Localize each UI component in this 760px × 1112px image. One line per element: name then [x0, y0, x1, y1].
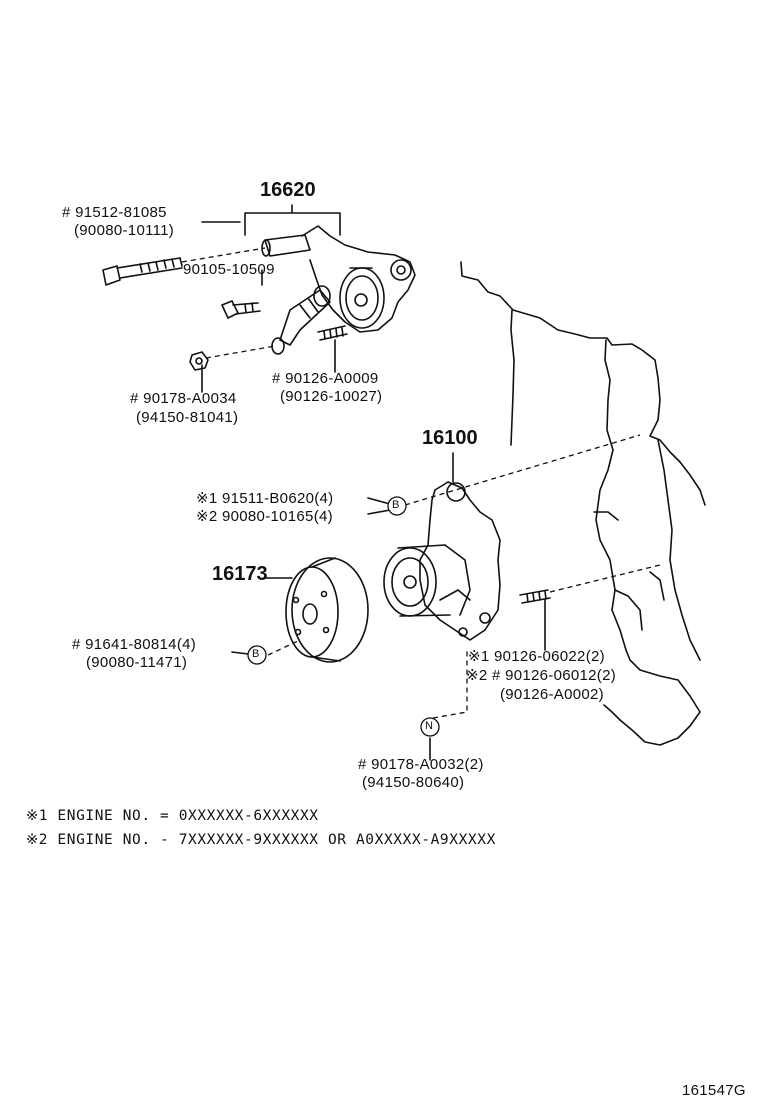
part-label-bolt-long-alt: (90080-10111): [74, 222, 175, 239]
figure-code: 161547G: [682, 1082, 746, 1099]
part-label-pulley-bolt-alt: (90080-11471): [86, 654, 188, 671]
engine-note-1: ※1 ENGINE NO. = 0XXXXXX-6XXXXXX: [26, 808, 319, 824]
part-label-pump-nut: # 90178-A0032(2): [358, 756, 484, 773]
pump-stud: [519, 589, 551, 604]
part-label-stud-tensioner-alt: (90126-10027): [280, 388, 383, 405]
group-number-16620: 16620: [260, 179, 316, 201]
ref-letter-n: N: [425, 720, 434, 732]
part-label-pump-nut-alt: (94150-80640): [362, 774, 465, 791]
engine-note-2: ※2 ENGINE NO. - 7XXXXXX-9XXXXXX OR A0XXX…: [26, 832, 496, 848]
ref-letter-b-pump: B: [392, 499, 400, 511]
part-label-pump-stud-1: ※1 90126-06022(2): [468, 648, 605, 665]
part-label-pump-bolt-1: ※1 91511-B0620(4): [196, 490, 334, 507]
part-label-pulley-bolt: # 91641-80814(4): [72, 636, 197, 653]
ref-circle-b-pulley: [247, 645, 267, 665]
part-label-stud-tensioner: # 90126-A0009: [272, 370, 379, 387]
part-label-pump-stud-3: (90126-A0002): [500, 686, 604, 703]
ref-letter-b-pulley: B: [252, 648, 260, 660]
ref-circle-b-pump: [387, 496, 407, 516]
ref-circle-n: [420, 717, 440, 737]
part-label-pump-stud-2: ※2 # 90126-06012(2): [466, 667, 617, 684]
part-label-nut-tensioner-alt: (94150-81041): [136, 409, 239, 426]
dashed-lines: [181, 247, 661, 719]
engine-block-outline: [460, 261, 706, 746]
part-label-bolt-short: 90105-10509: [183, 261, 275, 278]
group-number-16100: 16100: [422, 427, 478, 449]
part-label-nut-tensioner: # 90178-A0034: [130, 390, 237, 407]
group-number-16173: 16173: [212, 563, 268, 585]
pulley-16173: [264, 557, 369, 663]
part-label-bolt-long: # 91512-81085: [62, 204, 167, 221]
water-pump: [383, 452, 501, 641]
tensioner-assembly: [102, 204, 416, 371]
part-label-pump-bolt-2: ※2 90080-10165(4): [196, 508, 333, 525]
